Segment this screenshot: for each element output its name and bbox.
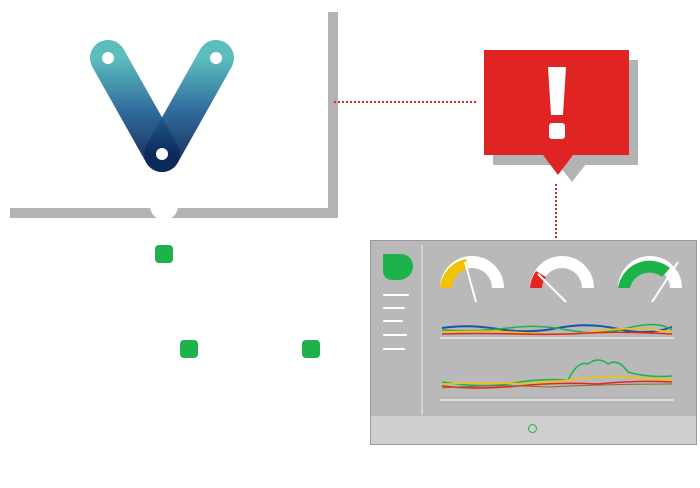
gauge-green — [618, 256, 682, 303]
sidebar-menu-line — [383, 307, 405, 309]
leaf-icon — [383, 254, 413, 280]
green-node-top — [155, 245, 173, 263]
dashboard-divider — [421, 245, 423, 415]
v-logo-icon — [90, 40, 234, 172]
gauge-yellow — [440, 256, 504, 303]
sidebar-menu-line — [383, 294, 409, 296]
connector-horizontal — [334, 101, 476, 103]
green-node-left — [180, 340, 198, 358]
frame-notch — [150, 200, 178, 220]
top-line-chart — [440, 323, 674, 339]
home-indicator[interactable] — [528, 424, 537, 433]
frame-right-edge — [328, 12, 338, 218]
sidebar-menu-line — [383, 348, 405, 350]
exclamation-icon — [547, 66, 566, 139]
sidebar-menu-line — [383, 320, 403, 322]
sidebar-menu-line — [383, 334, 407, 336]
connector-vertical — [555, 184, 557, 238]
alert-tip — [543, 155, 573, 175]
alert-box — [484, 50, 629, 155]
gauge-red — [530, 256, 594, 303]
green-node-right — [302, 340, 320, 358]
bottom-line-chart — [440, 359, 674, 401]
